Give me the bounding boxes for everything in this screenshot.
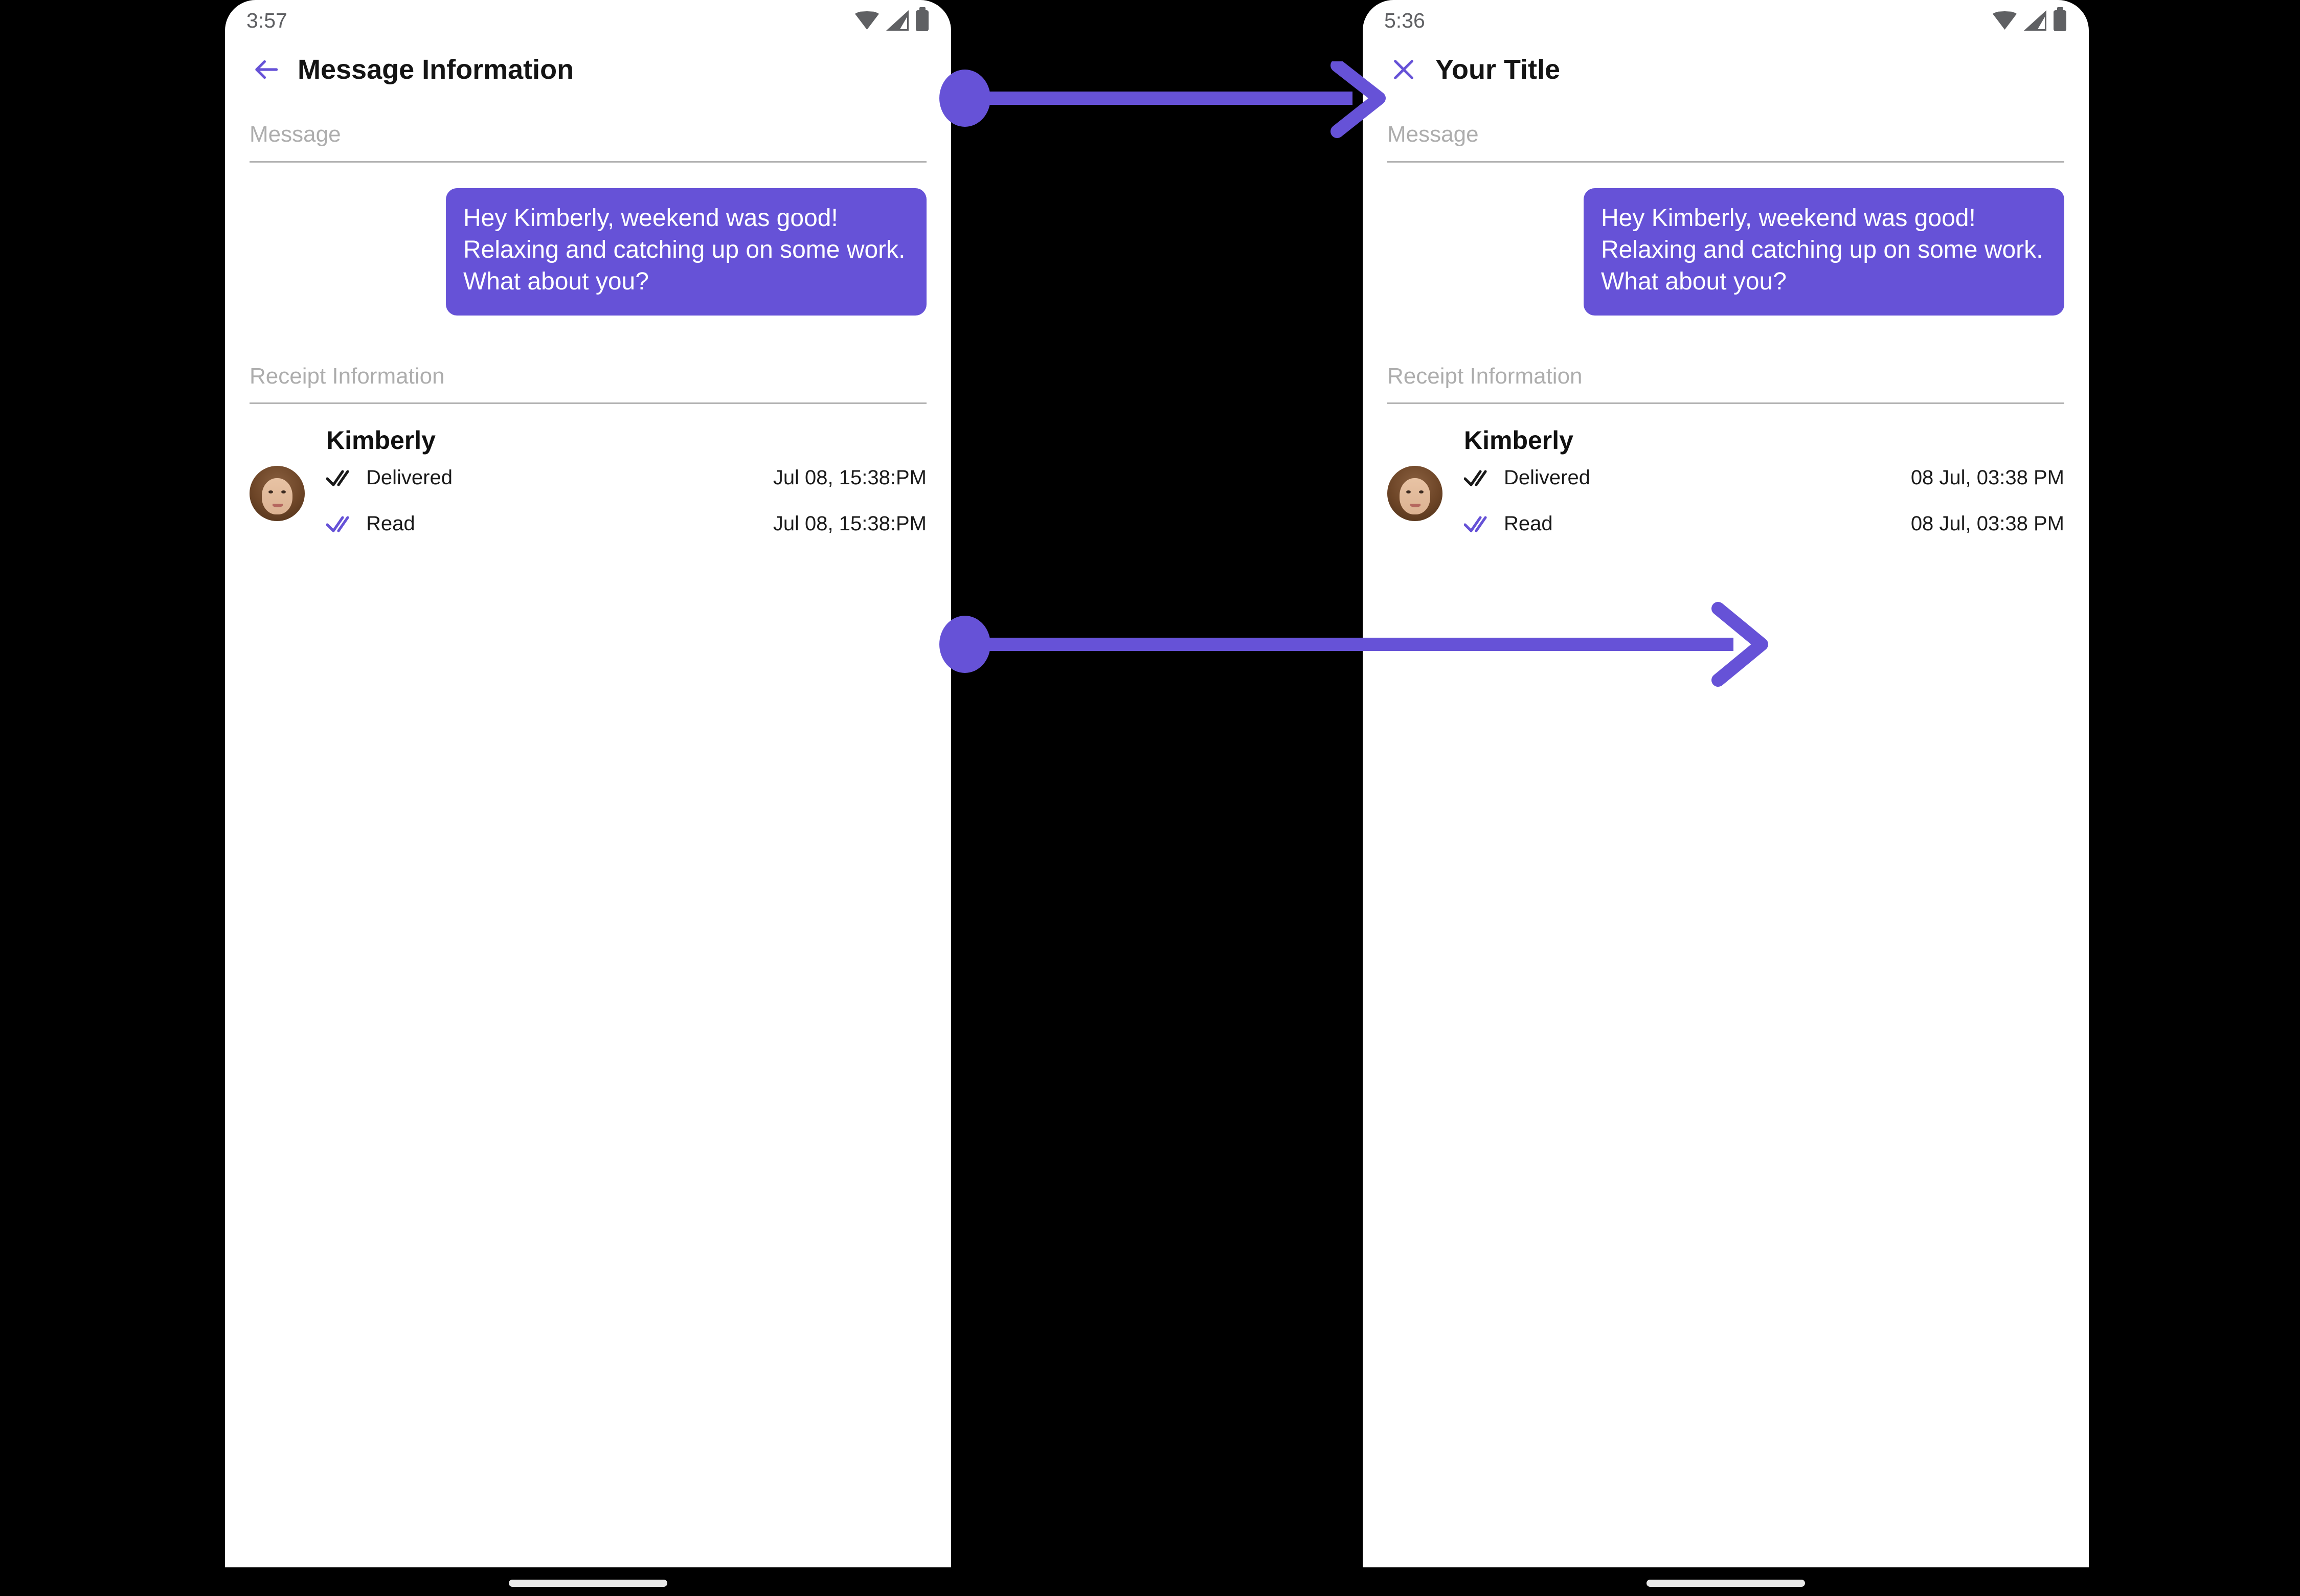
receipt-timestamp: Jul 08, 15:38:PM [773,466,927,489]
double-check-icon [1464,513,1496,534]
message-section-after: Message [1363,98,2089,163]
home-indicator[interactable] [1647,1580,1805,1587]
signal-icon [886,10,909,31]
close-x-icon[interactable] [1385,51,1422,88]
receipt-section-label: Receipt Information [1387,363,1583,389]
receipt-row-read: Read Jul 08, 15:38:PM [326,508,927,540]
wifi-icon [1993,11,2017,30]
bubble-spacer [1363,316,2089,340]
back-arrow-icon[interactable] [247,51,284,88]
receipt-status-label: Read [366,512,415,535]
status-clock: 5:36 [1384,8,1425,32]
section-divider [1387,402,2064,404]
status-clock: 3:57 [246,8,287,32]
avatar [1387,466,1442,522]
receipt-row-read: Read 08 Jul, 03:38 PM [1464,508,2064,540]
status-bar: 5:36 [1363,0,2089,41]
message-section-label: Message [1387,122,1479,147]
receipt-section-after: Receipt Information [1363,340,2089,404]
page-title: Your Title [1435,54,1561,85]
status-bar: 3:57 [225,0,951,41]
message-section-label: Message [250,122,341,147]
message-bubble: Hey Kimberly, weekend was good! Relaxing… [446,188,927,316]
double-check-icon [326,467,358,488]
battery-icon [916,10,929,31]
section-divider [250,402,927,404]
receipt-rows: Delivered Jul 08, 15:38:PM Read Jul 08, … [326,462,927,540]
message-bubble: Hey Kimberly, weekend was good! Relaxing… [1584,188,2064,316]
double-check-icon [326,513,358,534]
battery-icon [2054,10,2066,31]
phone-panel-after: 5:36 Your Title Message Hey Kimberly, we… [1363,0,2089,1567]
bubble-spacer [225,316,951,340]
recipient-name: Kimberly [326,426,436,455]
receipt-block-after: Kimberly Delivered 08 Jul, 03:38 PM [1363,404,2089,540]
receipt-rows: Delivered 08 Jul, 03:38 PM Read 08 Jul, … [1464,462,2064,540]
receipt-block-before: Kimberly Delivered Jul 08, 15:38:PM [225,404,951,540]
receipt-body: Delivered 08 Jul, 03:38 PM Read 08 Jul, … [1387,462,2064,540]
app-bar-after: Your Title [1363,41,2089,98]
phone-panel-before: 3:57 Message Information Message Hey Kim… [225,0,951,1567]
receipt-section-before: Receipt Information [225,340,951,404]
status-icon-group [855,10,929,31]
section-divider [1387,161,2064,163]
receipt-timestamp: 08 Jul, 03:38 PM [1910,512,2064,535]
signal-icon [2024,10,2046,31]
receipt-body: Delivered Jul 08, 15:38:PM Read Jul 08, … [250,462,927,540]
status-icon-group [1993,10,2066,31]
section-divider [250,161,927,163]
receipt-status-label: Read [1504,512,1553,535]
avatar [250,466,305,522]
app-bar-before: Message Information [225,41,951,98]
message-bubble-row: Hey Kimberly, weekend was good! Relaxing… [1363,163,2089,316]
receipt-timestamp: 08 Jul, 03:38 PM [1910,466,2064,489]
page-title: Message Information [298,54,574,85]
receipt-status-label: Delivered [1504,466,1590,489]
message-section-before: Message [225,98,951,163]
receipt-timestamp: Jul 08, 15:38:PM [773,512,927,535]
home-indicator[interactable] [509,1580,667,1587]
message-bubble-row: Hey Kimberly, weekend was good! Relaxing… [225,163,951,316]
receipt-section-label: Receipt Information [250,363,445,389]
receipt-status-label: Delivered [366,466,453,489]
double-check-icon [1464,467,1496,488]
receipt-row-delivered: Delivered 08 Jul, 03:38 PM [1464,462,2064,493]
wifi-icon [855,11,879,30]
recipient-name: Kimberly [1464,426,1573,455]
receipt-row-delivered: Delivered Jul 08, 15:38:PM [326,462,927,493]
title-change-arrow [939,61,1386,138]
